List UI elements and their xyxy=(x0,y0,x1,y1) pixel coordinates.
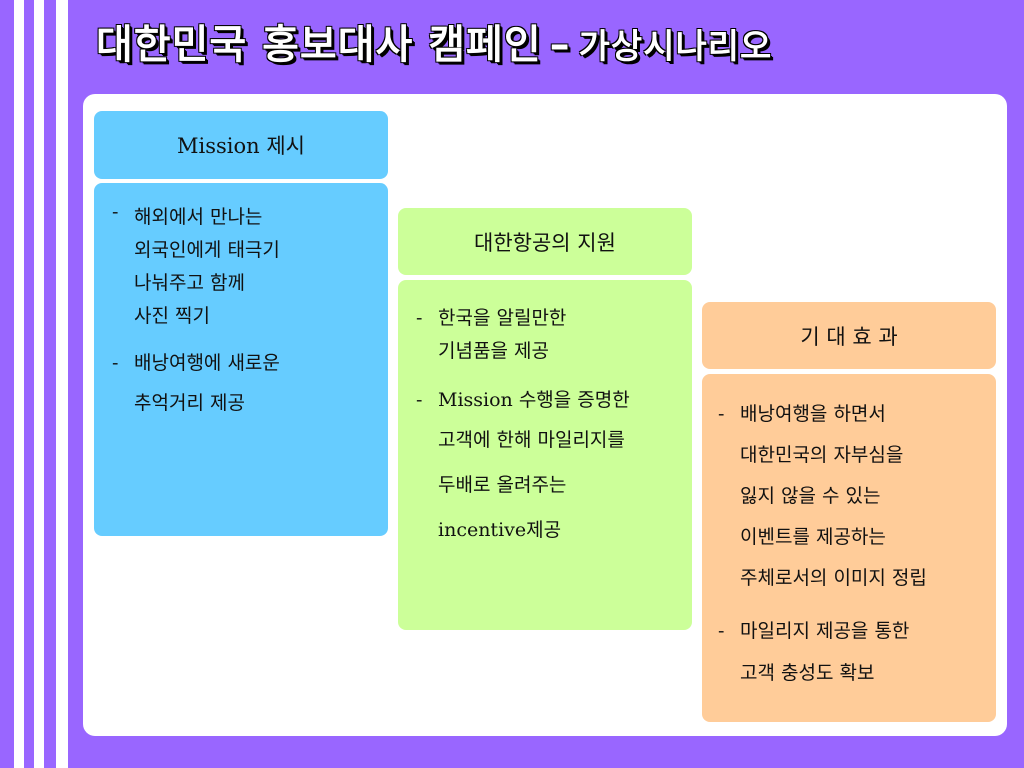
mission-item-1-line-3: 나눠주고 함께 xyxy=(134,272,245,294)
support-item-2-line-3: 두배로 올려주는 xyxy=(438,474,567,496)
effects-item-2-line-1: 마일리지 제공을 통한 xyxy=(740,620,910,642)
support-header-label: 대한항공의 지원 xyxy=(474,230,616,255)
bullet-dash: - xyxy=(718,403,725,425)
mission-item-1: - 해외에서 만나는 외국인에게 태극기 나눠주고 함께 사진 찍기 xyxy=(112,201,388,333)
bullet-dash: - xyxy=(416,389,423,411)
bullet-dash: - xyxy=(112,201,119,223)
effects-item-1-line-3: 잃지 않을 수 있는 xyxy=(740,485,881,507)
title-main: 대한민국 홍보대사 캠페인 xyxy=(96,22,542,68)
slide-title: 대한민국 홍보대사 캠페인–가상시나리오 xyxy=(96,12,772,70)
effects-item-1: - 배낭여행을 하면서 대한민국의 자부심을 잃지 않을 수 있는 이벤트를 제… xyxy=(718,394,996,599)
bullet-dash: - xyxy=(112,352,119,374)
support-body-box: - 한국을 알릴만한 기념품을 제공 - Mission 수행을 증명한 고객에… xyxy=(398,280,692,630)
effects-item-1-line-4: 이벤트를 제공하는 xyxy=(740,526,886,548)
mission-item-1-line-4: 사진 찍기 xyxy=(134,305,210,327)
mission-item-1-line-1: 해외에서 만나는 xyxy=(134,206,263,228)
effects-header-box: 기 대 효 과 xyxy=(702,302,996,369)
effects-item-2-line-2: 고객 충성도 확보 xyxy=(740,662,875,684)
mission-header-box: Mission 제시 xyxy=(94,111,388,179)
support-item-2-line-2: 고객에 한해 마일리지를 xyxy=(438,429,625,451)
bullet-dash: - xyxy=(718,620,725,642)
left-stripe-1 xyxy=(14,0,24,768)
bullet-dash: - xyxy=(416,307,423,329)
effects-item-2: - 마일리지 제공을 통한 고객 충성도 확보 xyxy=(718,613,996,697)
mission-item-1-line-2: 외국인에게 태극기 xyxy=(134,239,280,261)
support-header-box: 대한항공의 지원 xyxy=(398,208,692,275)
mission-body-box: - 해외에서 만나는 외국인에게 태극기 나눠주고 함께 사진 찍기 - 배낭여… xyxy=(94,183,388,536)
mission-header-label: Mission 제시 xyxy=(177,134,305,158)
support-item-2-line-4: incentive제공 xyxy=(438,519,562,541)
effects-item-1-line-1: 배낭여행을 하면서 xyxy=(740,403,886,425)
mission-item-2: - 배낭여행에 새로운 추억거리 제공 xyxy=(112,347,388,426)
effects-item-1-line-2: 대한민국의 자부심을 xyxy=(740,444,904,466)
support-item-2-line-1: Mission 수행을 증명한 xyxy=(438,389,630,411)
effects-header-label: 기 대 효 과 xyxy=(800,324,898,349)
support-item-1-line-1: 한국을 알릴만한 xyxy=(438,307,567,329)
mission-item-2-line-2: 추억거리 제공 xyxy=(134,392,245,414)
title-separator: – xyxy=(549,22,571,68)
left-stripe-3 xyxy=(56,0,68,768)
support-item-1: - 한국을 알릴만한 기념품을 제공 xyxy=(416,302,692,368)
left-stripe-2 xyxy=(34,0,44,768)
support-item-2: - Mission 수행을 증명한 고객에 한해 마일리지를 두배로 올려주는 … xyxy=(416,382,692,553)
support-item-1-line-2: 기념품을 제공 xyxy=(438,340,549,362)
effects-body-box: - 배낭여행을 하면서 대한민국의 자부심을 잃지 않을 수 있는 이벤트를 제… xyxy=(702,374,996,722)
effects-item-1-line-5: 주체로서의 이미지 정립 xyxy=(740,567,927,589)
title-sub: 가상시나리오 xyxy=(578,27,773,67)
mission-item-2-line-1: 배낭여행에 새로운 xyxy=(134,352,280,374)
